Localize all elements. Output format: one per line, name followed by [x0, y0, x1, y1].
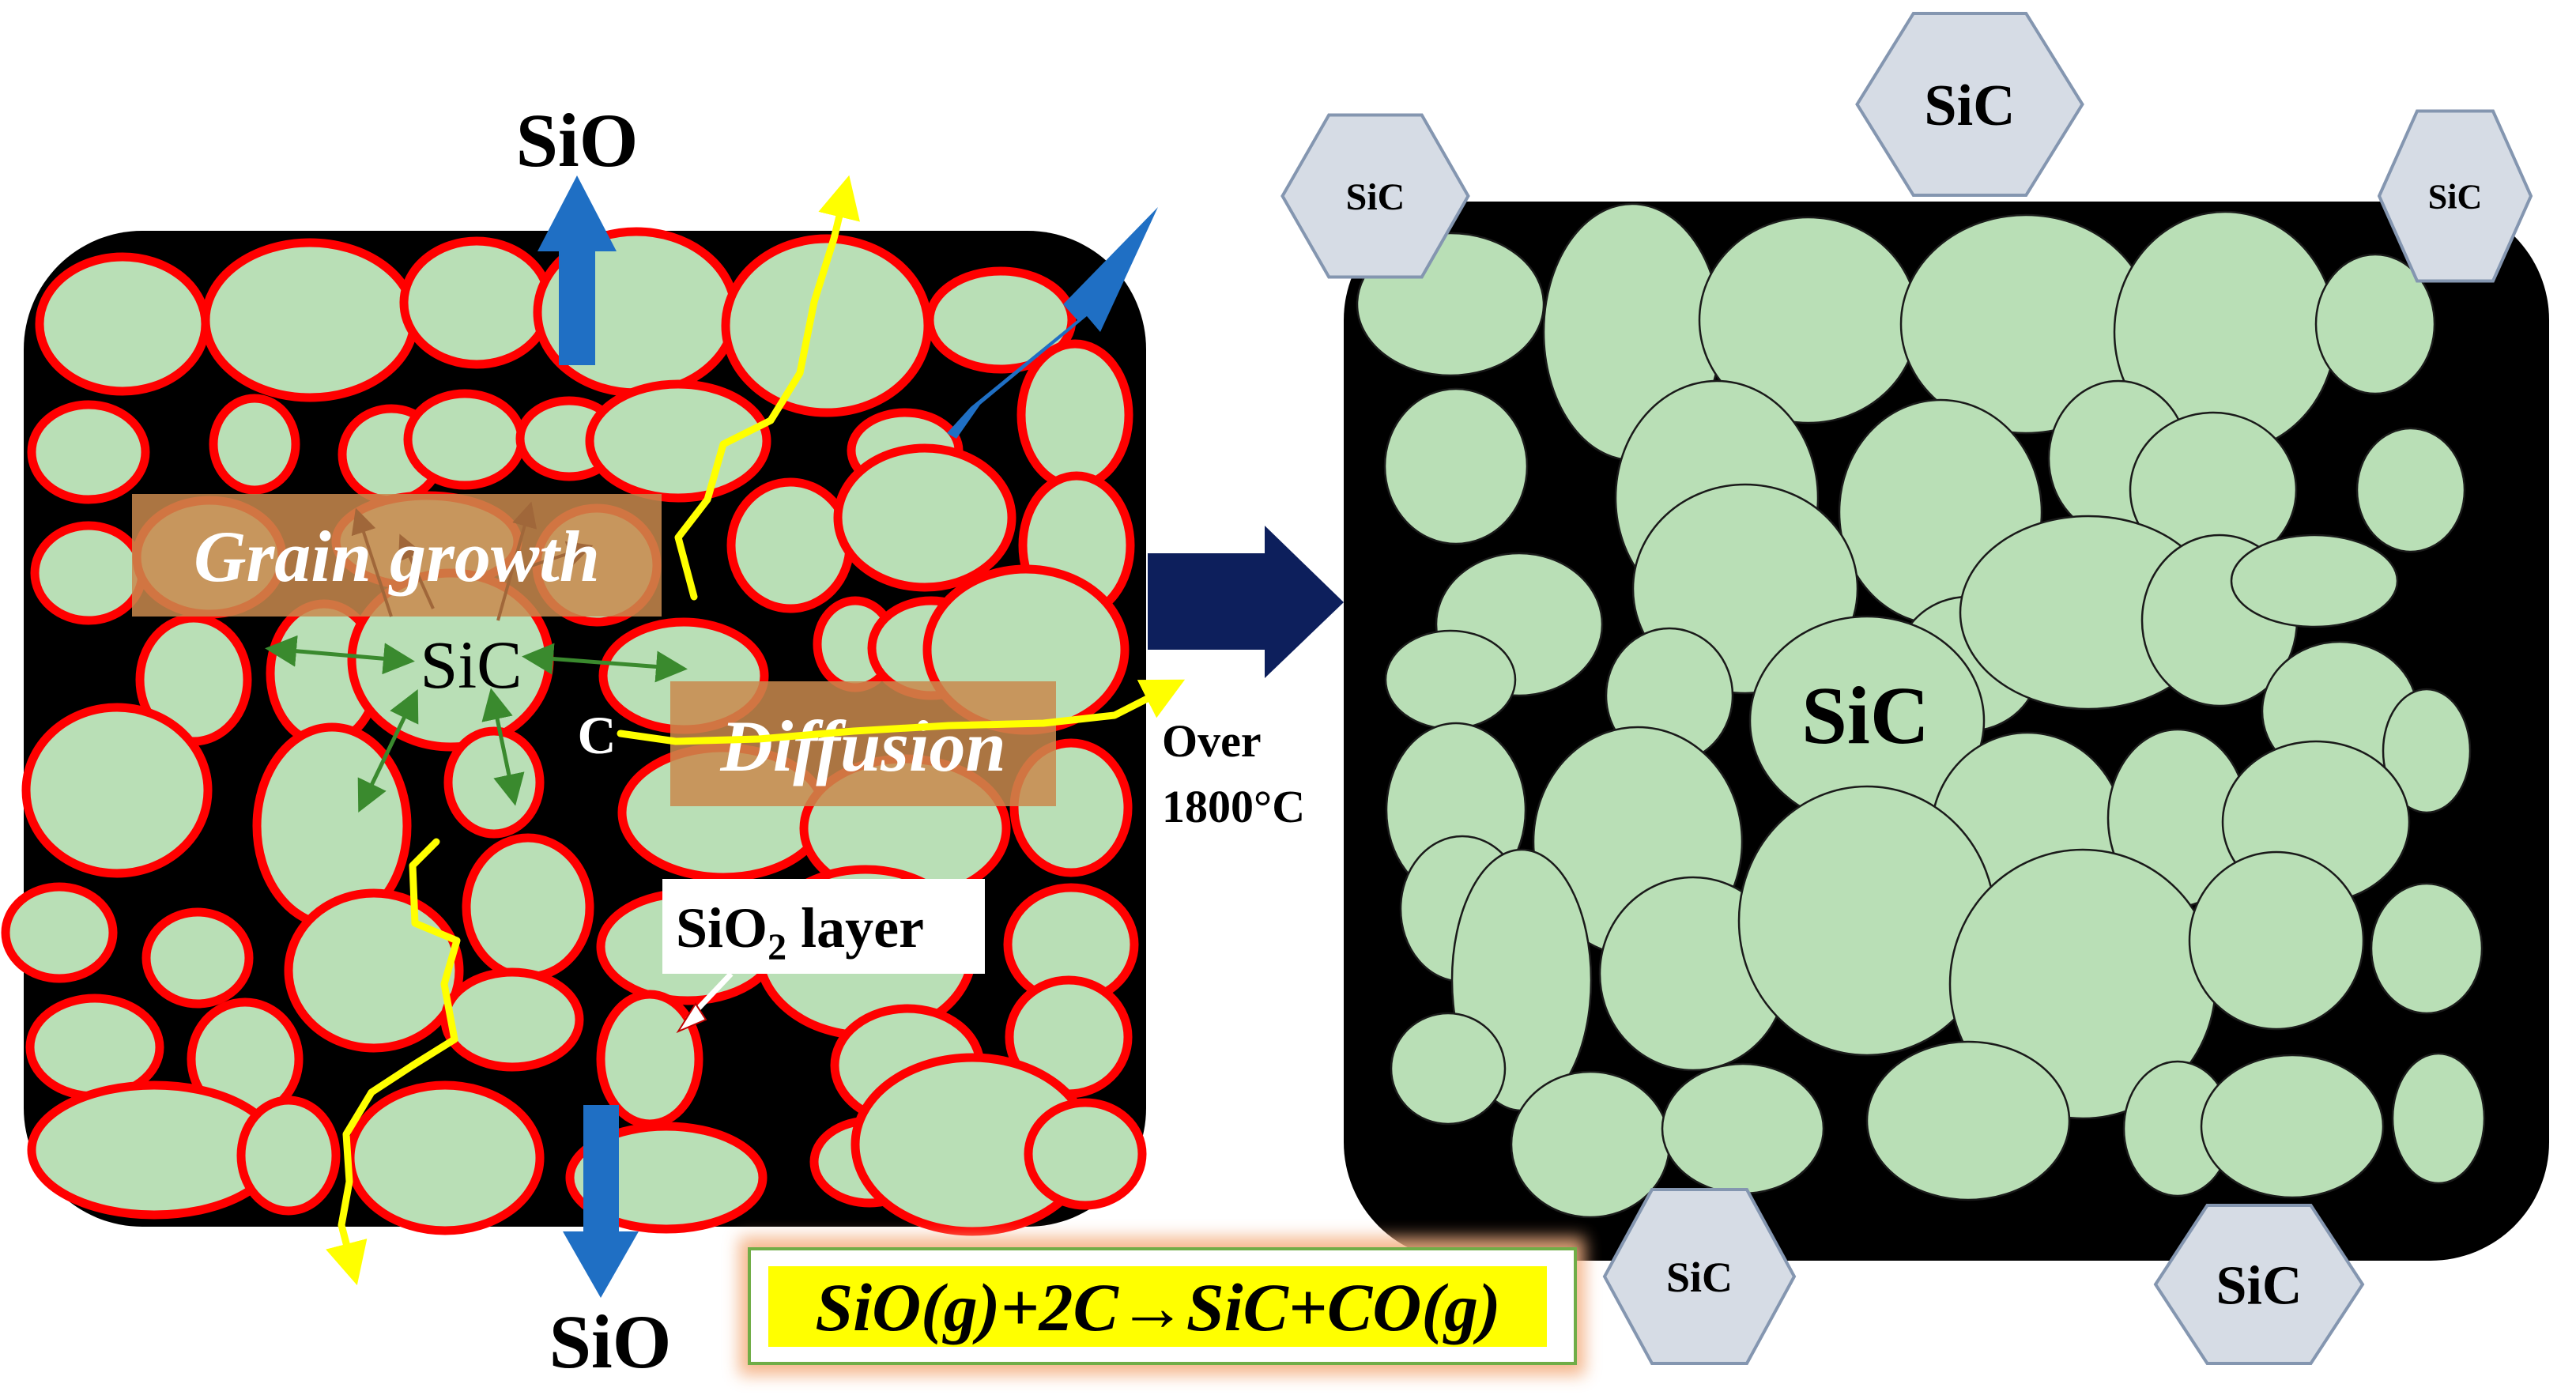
- sio2-layer-pointer-head: [676, 1002, 707, 1034]
- diffusion-box: [670, 681, 1056, 806]
- diffusion-path-top: [674, 175, 860, 601]
- sio2-layer-box: [662, 879, 985, 974]
- diffusion-text: Diffusion: [719, 706, 1005, 786]
- sintered-grain-7: [1383, 387, 1529, 545]
- grain-37: [284, 888, 464, 1053]
- sintered-grain-6: [2314, 253, 2436, 395]
- grain-7: [27, 400, 150, 504]
- growth-arrow-right: [522, 643, 688, 683]
- growth-arrow-up-2: [496, 501, 537, 621]
- sintered-grain-12: [2355, 427, 2466, 553]
- sic-hexagon-2: SiC: [1855, 12, 2084, 197]
- grain-growth-label: Grain growth: [132, 494, 662, 621]
- sic-hexagon-4: SiC: [1602, 1188, 1797, 1365]
- sintered-grain-35: [2370, 882, 2484, 1015]
- grain-20: [833, 443, 1016, 592]
- grain-6: [925, 266, 1077, 374]
- diffusion-path-bottom: [326, 838, 461, 1286]
- grain-50: [345, 1080, 545, 1235]
- sic-hexagon-label: SiC: [1666, 1254, 1733, 1301]
- growth-arrow-down-left: [357, 688, 419, 813]
- grain-growth-arrows: [265, 635, 688, 813]
- equation-box: SiO(g)+2C→SiC+CO(g): [739, 1237, 1585, 1375]
- left-sic-label: SiC: [420, 627, 522, 703]
- diffusion-label: Diffusion: [670, 681, 1056, 806]
- growth-arrow-up-1: [351, 507, 393, 617]
- sintered-grain-37: [1661, 1062, 1825, 1195]
- sic-hexagons: SiC SiC SiC SiC SiC: [1280, 12, 2533, 1365]
- growth-arrow-down: [481, 688, 525, 806]
- sio2-layer-main: SiO: [676, 896, 768, 960]
- sic-hexagon-shape: [2153, 1204, 2365, 1365]
- sintered-grain-19: [1384, 629, 1517, 730]
- sintered-grain-34: [2188, 850, 2365, 1031]
- sic-hexagon-shape: [1602, 1188, 1797, 1365]
- sic-hexagon-label: SiC: [1346, 176, 1405, 218]
- grain-29: [21, 703, 213, 878]
- sic-hexagon-label: SiC: [2428, 177, 2482, 216]
- grain-growth-text: Grain growth: [194, 516, 600, 597]
- sic-hexagon-shape: [1855, 12, 2084, 197]
- growth-arrow-up-3: [521, 541, 594, 571]
- sintered-grain-23: [2382, 688, 2472, 814]
- diffusion-paths: [326, 175, 1186, 1286]
- equation-highlight: [768, 1266, 1547, 1347]
- sintered-grain-42: [1390, 1012, 1507, 1126]
- grain-8: [209, 394, 300, 495]
- sio-bottom-label: SiO: [549, 1299, 672, 1384]
- process-condition-line1: Over: [1162, 715, 1262, 767]
- sintered-grain-40: [2200, 1054, 2385, 1199]
- sintered-grain-18: [2230, 534, 2399, 628]
- diffusion-path-horizontal: [617, 679, 1186, 745]
- sintered-grain-41: [2391, 1052, 2486, 1185]
- grain-49: [236, 1095, 341, 1216]
- grain-54: [1024, 1098, 1147, 1210]
- growth-arrow-up-4: [398, 534, 435, 609]
- grain-45: [596, 990, 703, 1129]
- sio-arrows: [537, 175, 1158, 1298]
- sio-arrow-top: [537, 175, 617, 365]
- grain-3: [399, 236, 554, 369]
- grain-38: [462, 833, 594, 982]
- process-arrow: [1148, 526, 1344, 678]
- sic-hexagon-1: SiC: [1280, 113, 1470, 279]
- sio-arrow-bottom: [563, 1105, 639, 1298]
- grain-35: [1, 882, 118, 983]
- grain-36: [141, 907, 254, 1009]
- sio2-layer-callout: SiO2 layer: [662, 879, 985, 1034]
- process-arrow-group: Over 1800°C: [1148, 526, 1344, 832]
- sic-hexagon-label: SiC: [1924, 74, 2015, 138]
- sintered-grain-36: [1510, 1070, 1671, 1219]
- grain-44: [440, 967, 584, 1072]
- sic-hexagon-shape: [1280, 113, 1470, 279]
- sio2-layer-text: SiO2 layer: [676, 896, 924, 968]
- sic-hexagon-label: SiC: [2216, 1256, 2303, 1317]
- sio2-layer-tail: layer: [786, 896, 924, 960]
- sio2-layer-sub: 2: [768, 926, 786, 968]
- sio-top-label: SiO: [516, 98, 639, 183]
- sic-hexagon-5: SiC: [2153, 1204, 2365, 1365]
- right-sic-label: SiC: [1801, 670, 1929, 761]
- process-condition-line2: 1800°C: [1162, 781, 1305, 832]
- carbon-label: C: [577, 705, 616, 765]
- sio-arrow-diagonal: [947, 207, 1158, 439]
- grain-1: [35, 252, 210, 396]
- grain-19: [726, 477, 854, 613]
- sic-hexagon-3: SiC: [2377, 109, 2533, 283]
- grain-14: [1016, 339, 1133, 491]
- right-grains: [1356, 202, 2486, 1219]
- grain-10: [403, 389, 526, 490]
- grain-15: [30, 521, 147, 625]
- growth-arrow-left: [265, 635, 415, 675]
- sintered-grain-38: [1865, 1040, 2071, 1201]
- grain-12: [585, 379, 771, 503]
- sic-hexagon-shape: [2377, 109, 2533, 283]
- grain-2: [201, 238, 419, 402]
- grain-31: [443, 726, 545, 839]
- equation-text: SiO(g)+2C→SiC+CO(g): [815, 1269, 1500, 1345]
- right-panel: SiC: [1344, 202, 2549, 1261]
